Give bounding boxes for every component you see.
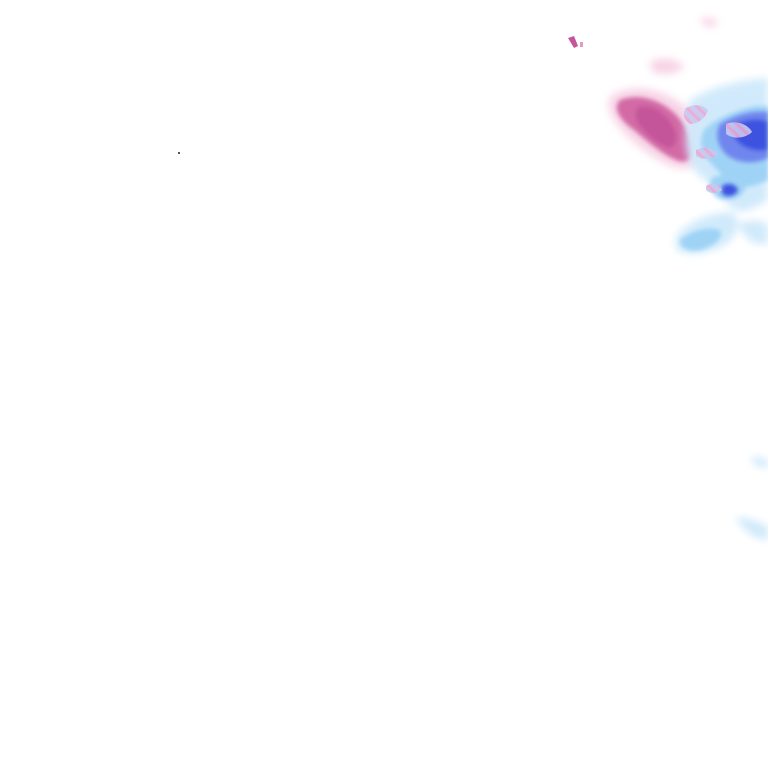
snow-fleck <box>568 36 583 48</box>
map-speck <box>178 152 180 154</box>
mixed-hatch-zone <box>683 105 752 193</box>
snow-core <box>616 97 693 162</box>
